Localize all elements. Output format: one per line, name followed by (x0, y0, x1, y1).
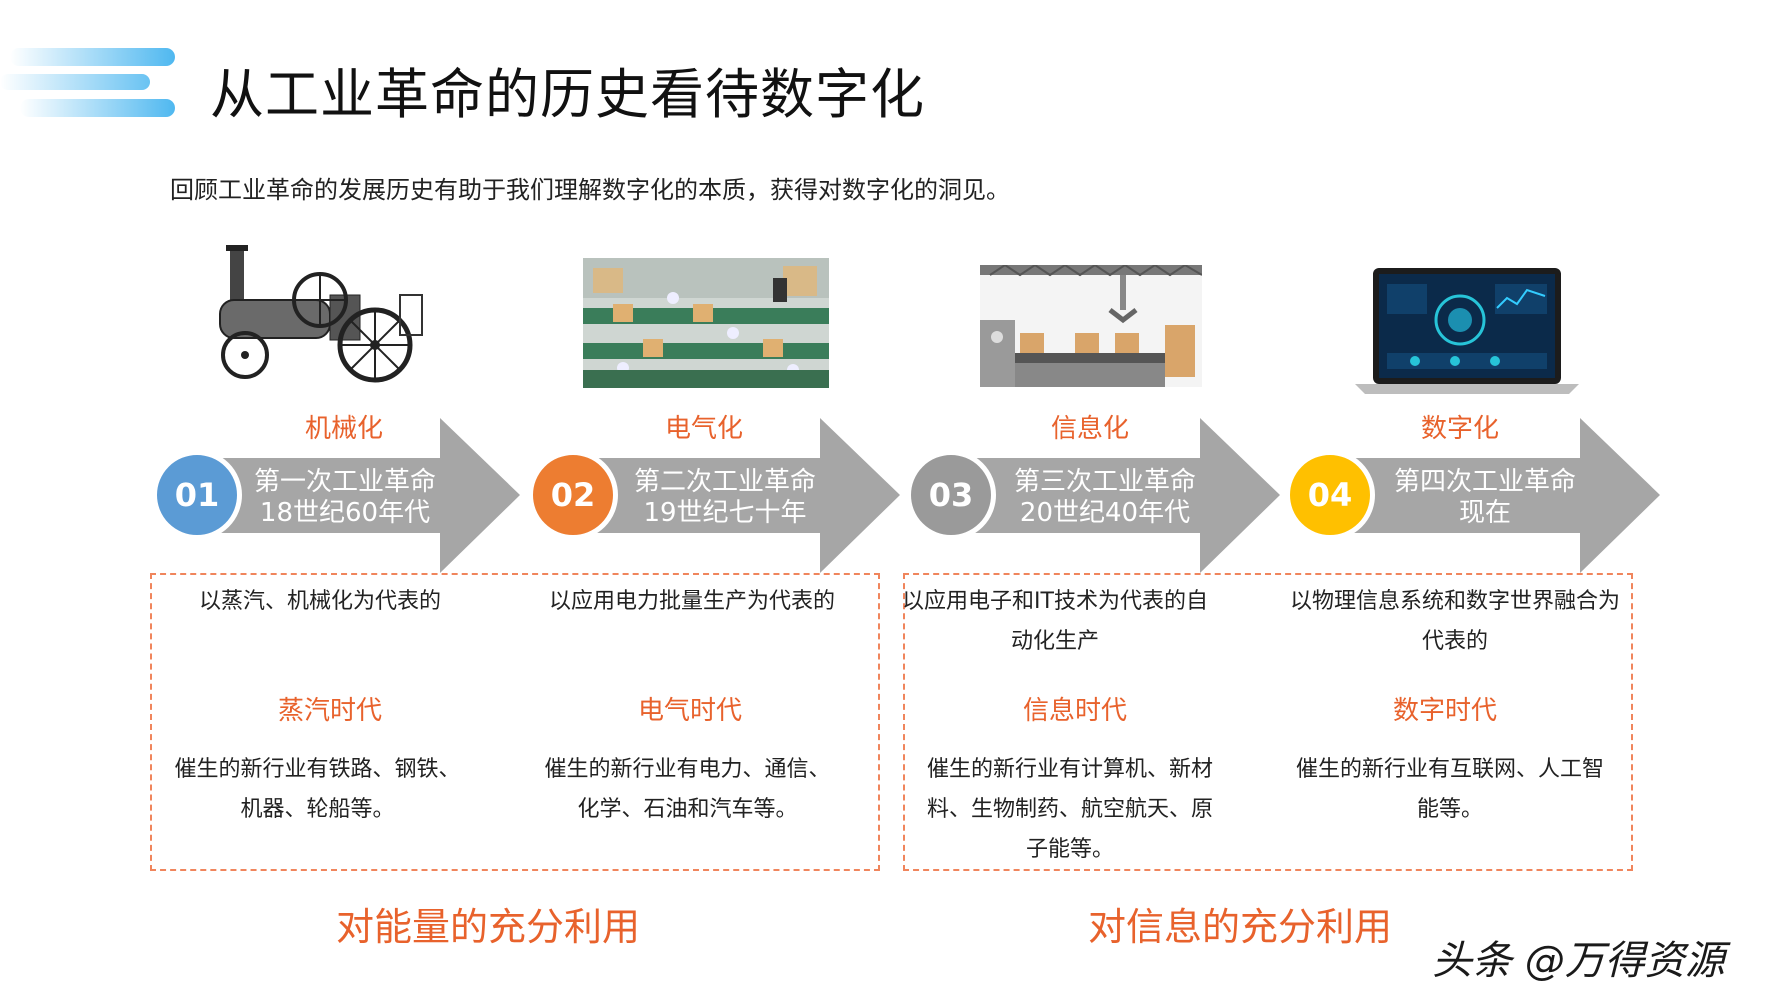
title-decoration (0, 48, 175, 117)
energy-group-label: 对能量的充分利用 (335, 905, 640, 949)
stage-arrow-2 (580, 418, 900, 573)
information-group-box (903, 573, 1633, 871)
stage-period-1: 18世纪60年代 (259, 498, 431, 528)
stage-arrow-3 (960, 418, 1280, 573)
page-subtitle: 回顾工业革命的发展历史有助于我们理解数字化的本质，获得对数字化的洞见。 (170, 176, 1010, 204)
stage-number-4: 04 (1285, 450, 1375, 540)
watermark: 头条 @万得资源 (1432, 938, 1725, 984)
stage-description-2: 以应用电力批量生产为代表的 (548, 589, 835, 614)
factory-assembly-line-illustration (583, 258, 829, 388)
new-industries-4: 催生的新行业有互联网、人工智能等。 (1295, 757, 1604, 822)
stage-name-1: 机械化 (304, 414, 383, 444)
stage-name-2: 电气化 (664, 414, 743, 444)
steam-engine-illustration (219, 245, 423, 383)
era-name-2: 电气时代 (637, 696, 742, 726)
stage-number-3: 03 (906, 450, 996, 540)
new-industries-1: 催生的新行业有铁路、钢铁、机器、轮船等。 (174, 757, 461, 822)
stage-name-3: 信息化 (1050, 414, 1129, 444)
stage-period-3: 20世纪40年代 (1019, 498, 1191, 528)
stage-description-1: 以蒸汽、机械化为代表的 (198, 589, 441, 614)
page-title: 从工业革命的历史看待数字化 (210, 63, 925, 126)
stage-description-4: 以物理信息系统和数字世界融合为代表的 (1289, 589, 1620, 654)
era-name-3: 信息时代 (1022, 696, 1127, 726)
era-name-4: 数字时代 (1392, 696, 1497, 726)
stage-description-3: 以应用电子和IT技术为代表的自动化生产 (902, 589, 1208, 654)
energy-group-box (150, 573, 880, 871)
stage-period-2: 19世纪七十年 (643, 498, 807, 528)
stage-revolution-1: 第一次工业革命 (253, 467, 436, 497)
information-group-label: 对信息的充分利用 (1087, 905, 1392, 949)
robotic-arm-conveyor-illustration (980, 265, 1202, 387)
era-name-1: 蒸汽时代 (277, 696, 382, 726)
new-industries-3: 催生的新行业有计算机、新材料、生物制药、航空航天、原子能等。 (926, 757, 1213, 862)
stage-revolution-2: 第二次工业革命 (633, 467, 816, 497)
stage-revolution-4: 第四次工业革命 (1393, 467, 1576, 497)
stage-number-2: 02 (528, 450, 618, 540)
stage-revolution-3: 第三次工业革命 (1013, 467, 1196, 497)
laptop-dashboard-illustration (1355, 268, 1579, 394)
stage-arrow-1 (200, 418, 520, 573)
new-industries-2: 催生的新行业有电力、通信、化学、石油和汽车等。 (544, 757, 831, 822)
stage-name-4: 数字化 (1420, 414, 1499, 444)
stage-arrow-4 (1340, 418, 1660, 573)
stage-period-4: 现在 (1458, 498, 1511, 528)
stage-number-1: 01 (152, 450, 242, 540)
